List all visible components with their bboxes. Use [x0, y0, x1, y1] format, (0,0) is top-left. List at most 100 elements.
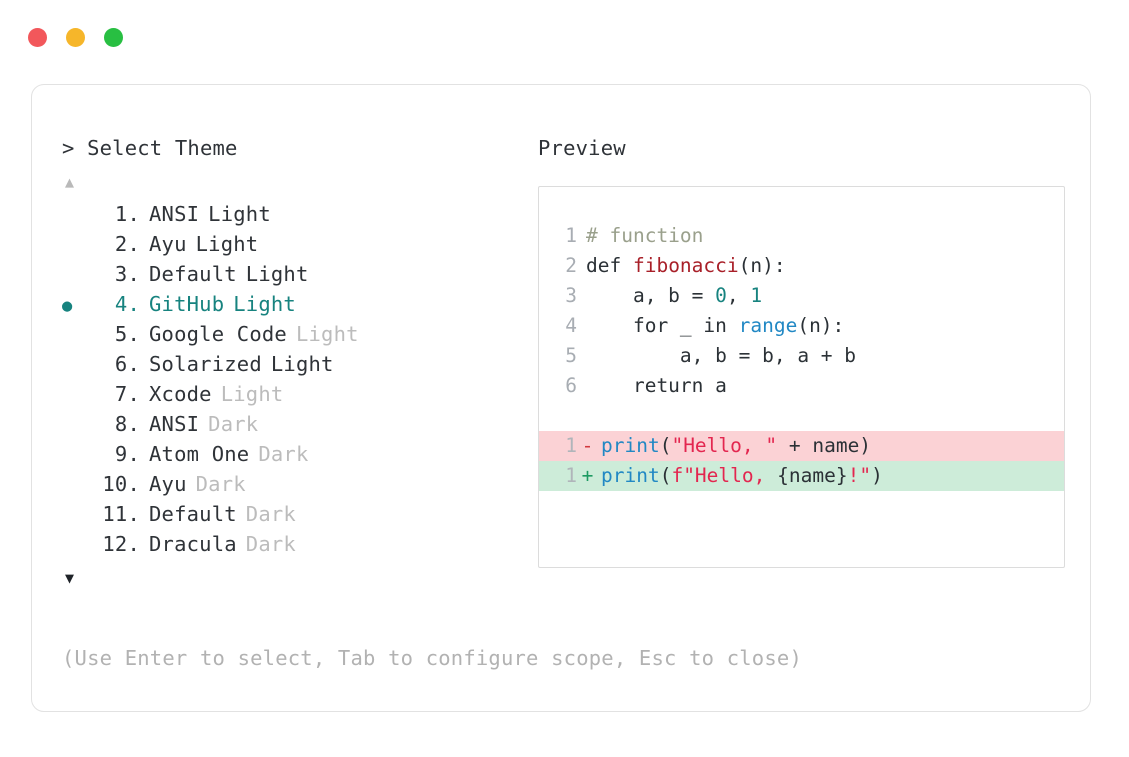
code-line-content: for _ in range(n): — [577, 311, 844, 341]
theme-list-item[interactable]: ● 11. Default Dark — [62, 499, 532, 529]
close-window-button[interactable] — [28, 28, 47, 47]
code-line-content: # function — [577, 221, 703, 251]
code-token: a, b = b, a + b — [586, 344, 857, 367]
code-token: # function — [586, 224, 704, 247]
code-token: , — [726, 284, 751, 307]
theme-item-name: ANSI — [149, 412, 200, 436]
theme-item-variant: Dark — [245, 502, 296, 526]
code-token: return a — [586, 374, 727, 397]
bullet-placeholder: ● — [62, 321, 92, 351]
bullet-placeholder: ● — [62, 411, 92, 441]
code-token: 0 — [715, 284, 727, 307]
theme-item-number: 4. — [114, 292, 140, 316]
line-number: 1 — [565, 464, 577, 487]
diff-preview: 1-print("Hello, " + name)1+print(f"Hello… — [539, 431, 1064, 491]
line-number: 4 — [565, 314, 577, 337]
bullet-placeholder: ● — [62, 501, 92, 531]
theme-item-variant: Dark — [208, 412, 259, 436]
code-token: ) — [871, 464, 883, 487]
code-token: fibonacci — [632, 254, 739, 277]
line-number: 3 — [565, 284, 577, 307]
code-line: 3 a, b = 0, 1 — [539, 281, 1064, 311]
bullet-placeholder: ● — [62, 261, 92, 291]
theme-item-number: 12. — [102, 532, 140, 556]
code-line-content: def fibonacci(n): — [577, 251, 786, 281]
code-token: 1 — [750, 284, 763, 307]
theme-item-name: Solarized — [149, 352, 262, 376]
maximize-window-button[interactable] — [104, 28, 123, 47]
code-token: (n): — [738, 254, 786, 277]
theme-item-number: 10. — [102, 472, 140, 496]
code-token: f"Hello, — [671, 464, 778, 487]
theme-list-item[interactable]: ● 5. Google Code Light — [62, 319, 532, 349]
theme-item-variant: Light — [233, 292, 296, 316]
theme-item-variant: Light — [270, 352, 334, 376]
theme-item-variant: Light — [208, 202, 271, 226]
minimize-window-button[interactable] — [66, 28, 85, 47]
line-number: 1 — [565, 224, 577, 247]
theme-list-item[interactable]: ● 6. Solarized Light — [62, 349, 532, 379]
theme-item-variant: Light — [220, 382, 284, 406]
line-number: 6 — [565, 374, 577, 397]
theme-item-name: Default — [149, 262, 237, 286]
theme-item-number: 7. — [114, 382, 140, 406]
theme-list[interactable]: ●1.ANSILight●2.AyuLight●3.DefaultLight●4… — [62, 199, 532, 559]
theme-item-number: 6. — [114, 352, 140, 376]
code-spacer — [539, 401, 1064, 431]
theme-item-name: GitHub — [149, 292, 225, 316]
diff-marker: - — [581, 434, 594, 457]
theme-list-item[interactable]: ● 7. Xcode Light — [62, 379, 532, 409]
diff-line-plus: 1+print(f"Hello, {name}!") — [539, 461, 1064, 491]
theme-item-name: ANSI — [149, 202, 200, 226]
theme-item-variant: Dark — [258, 442, 309, 466]
code-token: !" — [847, 464, 872, 487]
scroll-up-indicator-icon[interactable]: ▲ — [65, 173, 75, 191]
keyboard-hint: (Use Enter to select, Tab to configure s… — [62, 646, 802, 670]
bullet-placeholder: ● — [62, 351, 92, 381]
theme-item-number: 2. — [114, 232, 140, 256]
code-token: ( — [659, 464, 672, 487]
scroll-down-indicator-icon[interactable]: ▼ — [65, 569, 75, 587]
theme-item-variant: Dark — [245, 532, 296, 556]
bullet-placeholder: ● — [62, 381, 92, 411]
bullet-placeholder: ● — [62, 201, 92, 231]
code-token: + name) — [777, 434, 872, 457]
preview-label: Preview — [538, 136, 626, 160]
theme-item-name: Google Code — [149, 322, 287, 346]
theme-item-name: Default — [149, 502, 237, 526]
code-line: 4 for _ in range(n): — [539, 311, 1064, 341]
theme-select-column: > Select Theme ▲ ●1.ANSILight●2.AyuLight… — [62, 133, 532, 591]
theme-item-variant: Light — [295, 322, 359, 346]
theme-item-number: 8. — [114, 412, 140, 436]
code-token: for _ in — [586, 314, 739, 337]
line-number: 2 — [565, 254, 577, 277]
theme-item-number: 5. — [114, 322, 140, 346]
theme-item-number: 11. — [102, 502, 140, 526]
line-number: 5 — [565, 344, 577, 367]
line-number: 1 — [565, 434, 577, 457]
prompt-label: > Select Theme — [62, 136, 238, 160]
theme-item-name: Ayu — [149, 472, 187, 496]
code-token: range — [738, 314, 798, 337]
theme-item-name: Xcode — [149, 382, 212, 406]
bullet-placeholder: ● — [62, 231, 92, 261]
theme-list-item[interactable]: ● 8. ANSI Dark — [62, 409, 532, 439]
theme-item-number: 3. — [114, 262, 140, 286]
code-line: 1 # function — [539, 221, 1064, 251]
code-line-content: a, b = b, a + b — [577, 341, 856, 371]
diff-marker: + — [581, 464, 594, 487]
code-token: ( — [659, 434, 672, 457]
diff-line-content: print(f"Hello, {name}!") — [598, 461, 883, 491]
theme-picker-panel: > Select Theme ▲ ●1.ANSILight●2.AyuLight… — [31, 84, 1091, 712]
code-token: {name} — [777, 464, 848, 487]
